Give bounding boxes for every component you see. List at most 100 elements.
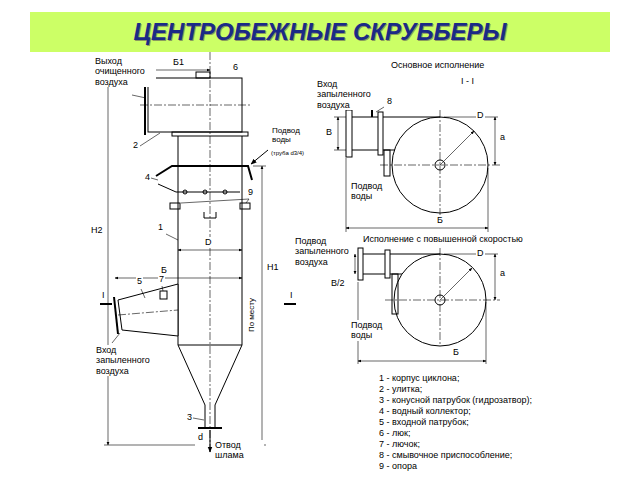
parts-list-item: 4 - водный коллектор;: [378, 406, 472, 416]
drawing-stroke: [362, 254, 440, 255]
drawing-label: D: [204, 237, 213, 247]
drawing-stroke: [108, 78, 109, 445]
drawing-stroke: [140, 105, 250, 106]
drawing-label: Отвод шлама: [214, 440, 264, 461]
drawing-stroke: [151, 178, 158, 180]
drawing-label: Выход очищенного воздуха: [94, 56, 156, 87]
drawing-stroke: [384, 150, 390, 176]
parts-list-item: 2 - улитка;: [378, 384, 423, 394]
drawing-label: Исполнение с повышенной скоростью: [362, 234, 524, 244]
drawing-stroke: [253, 166, 266, 167]
drawing-label: Вход запыленного воздуха: [316, 79, 378, 110]
drawing-stroke: [334, 150, 346, 151]
callout-number: 6: [232, 62, 239, 72]
drawing-stroke: [358, 248, 363, 280]
scrubber-side-view: [100, 52, 296, 452]
drawing-stroke: [198, 427, 222, 429]
drawing-label: a: [499, 268, 506, 278]
drawing-label: a: [499, 132, 506, 142]
callout-number: 5: [136, 276, 143, 286]
drawing-label: D: [476, 110, 485, 120]
drawing-label: (труба d3/4): [270, 150, 305, 157]
drawing-stroke: [132, 95, 146, 98]
drawing-stroke: [170, 203, 180, 209]
drawing-stroke: [178, 345, 242, 346]
drawing-stroke: [118, 284, 178, 336]
drawing-stroke: [358, 361, 486, 362]
drawing-stroke: [444, 254, 498, 255]
drawing-stroke: [495, 117, 496, 165]
drawing-stroke: [251, 150, 268, 164]
drawing-stroke: [148, 70, 210, 71]
callout-number: 3: [186, 412, 193, 422]
drawing-stroke: [118, 310, 178, 315]
drawing-label: B/2: [330, 278, 346, 288]
drawing-stroke: [346, 158, 347, 232]
drawing-stroke: [338, 117, 339, 150]
drawing-stroke: [246, 199, 249, 203]
callout-number: 9: [247, 187, 254, 197]
callout-number: 2: [132, 140, 139, 150]
drawing-stroke: [156, 166, 252, 180]
drawing-stroke: [240, 203, 250, 209]
drawing-stroke: [203, 190, 207, 194]
parts-list-item: 3 - конусной патрубок (гидрозатвор);: [378, 395, 533, 405]
callout-number: 8: [386, 96, 393, 106]
plan-view-high-speed: [355, 248, 500, 364]
drawing-stroke: [141, 289, 145, 298]
drawing-stroke: [115, 278, 242, 279]
drawing-stroke: [394, 254, 486, 346]
drawing-stroke: [178, 345, 242, 428]
drawing-stroke: [284, 303, 296, 305]
drawing-stroke: [495, 254, 496, 300]
drawing-stroke: [114, 297, 118, 334]
drawing-label: B: [325, 127, 333, 137]
drawing-stroke: [204, 212, 216, 218]
drawing-label: Подвод воды: [350, 320, 394, 341]
drawing-stroke: [148, 78, 242, 132]
parts-list-item: 7 - лючок;: [378, 439, 421, 449]
drawing-stroke: [488, 168, 489, 232]
drawing-label: Основное исполнение: [390, 60, 485, 70]
drawing-stroke: [355, 254, 356, 274]
drawing-stroke: [181, 199, 249, 203]
callout-number: 1: [157, 222, 164, 232]
drawing-stroke: [193, 418, 204, 420]
drawing-stroke: [196, 72, 210, 78]
drawing-stroke: [392, 274, 398, 314]
drawing-label: I - I: [460, 76, 475, 86]
parts-list-item: 1 - корпус циклона;: [378, 373, 460, 383]
parts-list-item: 5 - входной патрубок;: [378, 417, 470, 427]
drawing-label: Б: [436, 215, 444, 225]
plan-view-main: [334, 105, 500, 232]
drawing-label: I: [289, 290, 294, 300]
drawing-stroke: [172, 132, 248, 136]
drawing-stroke: [385, 300, 500, 301]
drawing-stroke: [392, 117, 488, 213]
drawing-stroke: [160, 291, 167, 299]
drawing-stroke: [262, 166, 263, 445]
drawing-stroke: [385, 250, 390, 278]
drawing-label: H1: [266, 262, 280, 272]
parts-list-item: 9 - опора: [378, 461, 418, 471]
drawing-label: Подвод воды: [271, 126, 319, 144]
drawing-stroke: [112, 333, 120, 343]
drawing-label: Подвод воды: [350, 181, 394, 202]
callout-number: 4: [144, 172, 151, 182]
drawing-stroke: [210, 52, 211, 452]
drawing-label: d: [197, 432, 204, 442]
drawing-stroke: [486, 302, 487, 364]
drawing-stroke: [440, 131, 474, 165]
drawing-stroke: [350, 117, 440, 118]
drawing-stroke: [166, 234, 178, 240]
drawing-stroke: [440, 268, 472, 300]
drawing-stroke: [104, 445, 195, 446]
drawing-label: H2: [90, 225, 104, 235]
drawing-label: Б1: [172, 57, 185, 67]
page-title: ЦЕНТРОБЕЖНЫЕ СКРУББЕРЫ: [30, 12, 610, 52]
drawing-label: Вход запыленного воздуха: [95, 345, 159, 376]
drawing-stroke: [242, 136, 243, 345]
drawing-stroke: [334, 117, 346, 118]
drawing-label: D: [476, 248, 485, 258]
